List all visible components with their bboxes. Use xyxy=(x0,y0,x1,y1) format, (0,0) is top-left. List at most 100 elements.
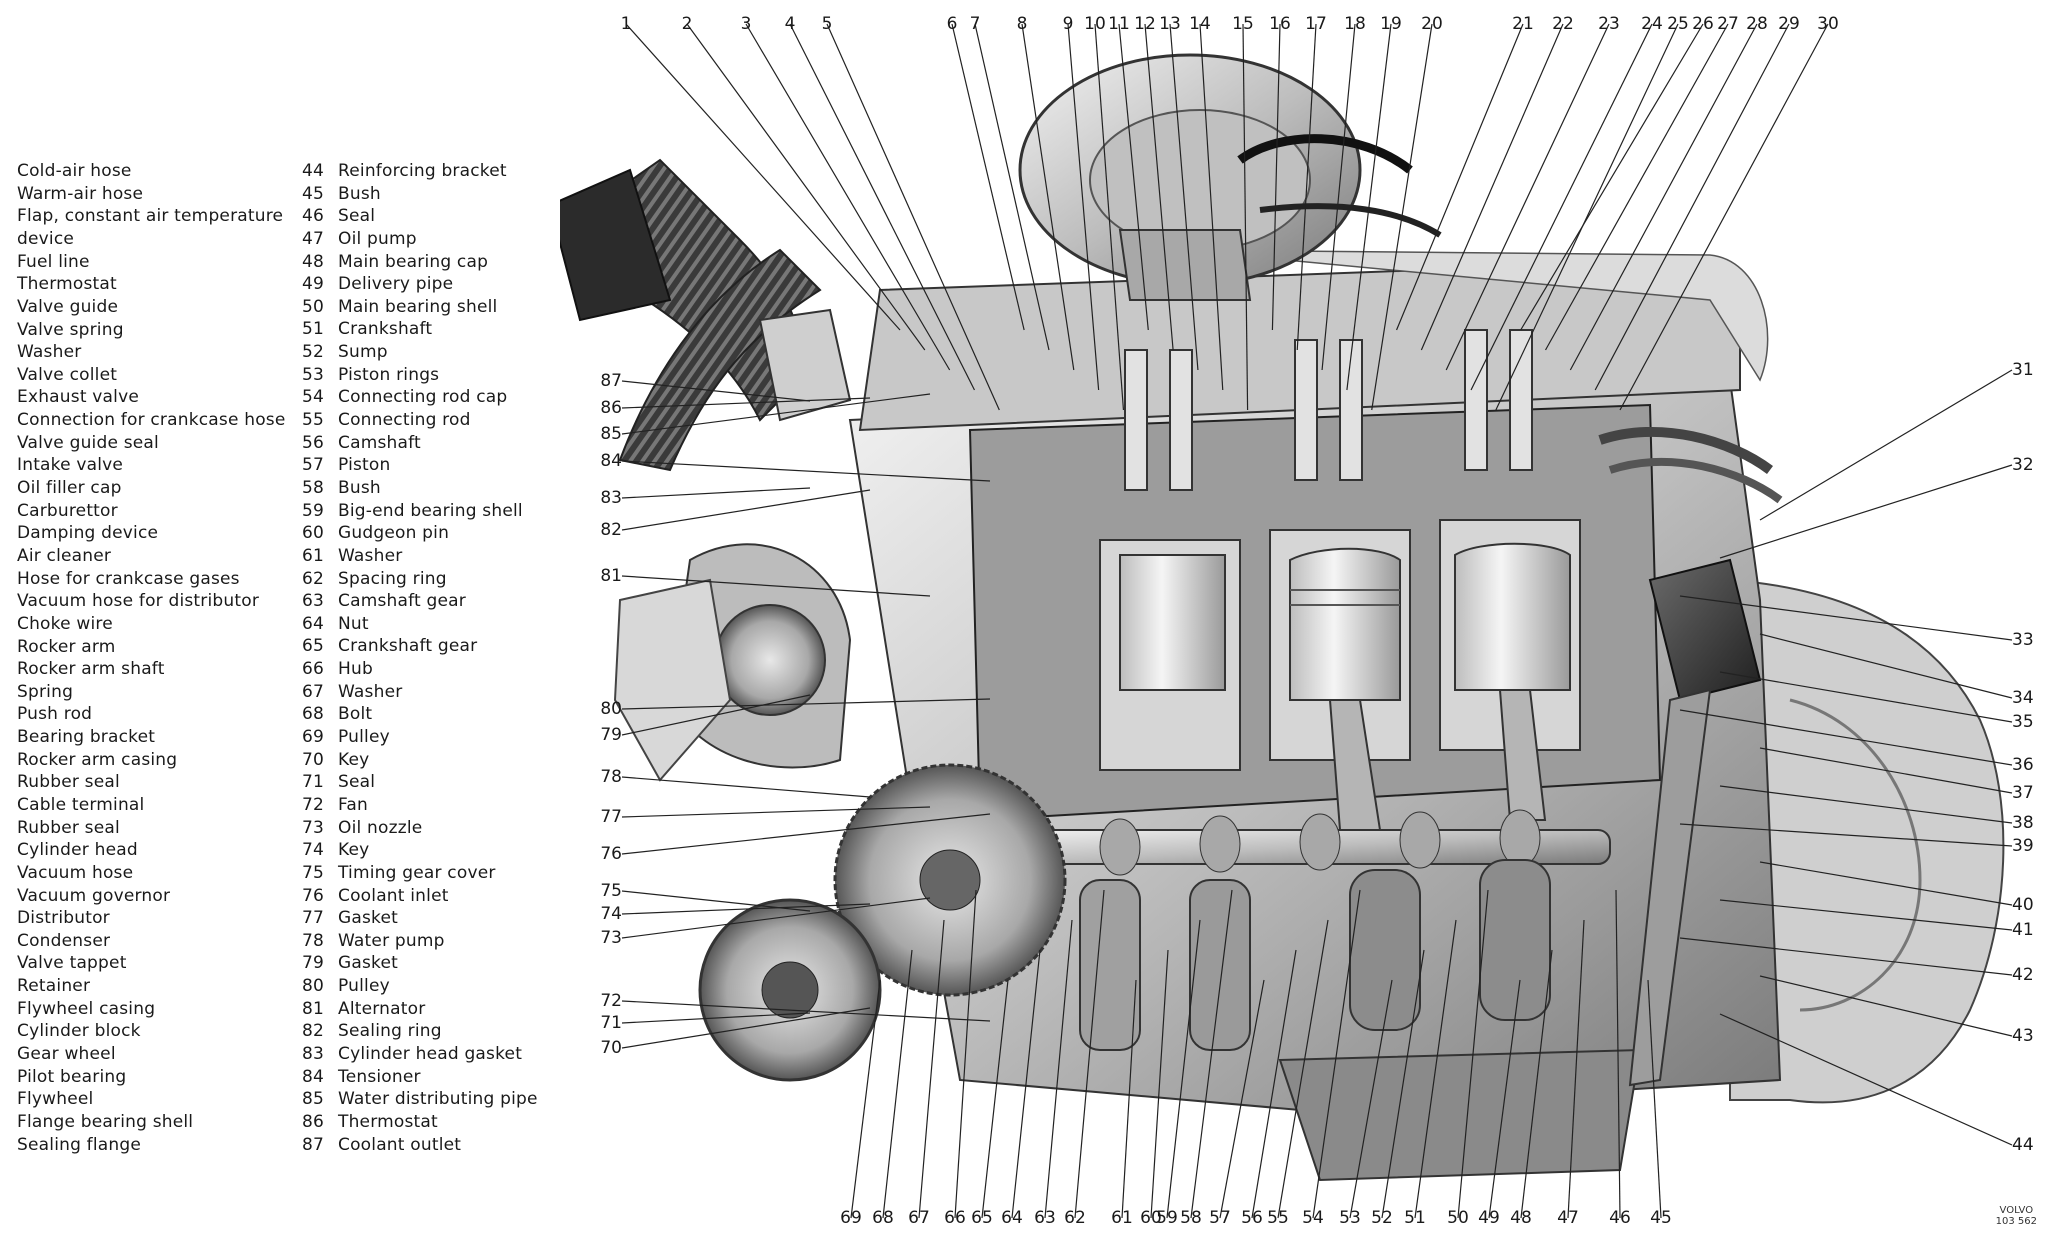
leader-line xyxy=(1647,979,1662,1219)
legend-label: Exhaust valve xyxy=(17,387,140,408)
leader-line xyxy=(1594,23,1790,391)
leader-line xyxy=(1719,671,2013,723)
legend-item: Sealing flange xyxy=(17,1134,302,1157)
legend-label: Oil pump xyxy=(338,228,417,249)
callout-number: 16 xyxy=(1269,14,1291,34)
legend-label: Valve guide seal xyxy=(17,432,159,453)
leader-line xyxy=(1520,949,1553,1219)
callout-number: 18 xyxy=(1344,14,1366,34)
callout-number: 38 xyxy=(2012,813,2034,833)
leader-line xyxy=(1445,23,1610,371)
callout-number: 85 xyxy=(600,424,622,444)
legend-item: Warm-air hose xyxy=(17,183,302,206)
legend-label: Delivery pipe xyxy=(338,274,454,295)
leader-line xyxy=(1679,709,2013,766)
legend-label: Main bearing cap xyxy=(338,251,489,272)
callout-number: 3 xyxy=(741,14,752,34)
legend-number: 73 xyxy=(302,817,325,838)
callout-number: 50 xyxy=(1447,1208,1469,1228)
legend-number: 44 xyxy=(302,161,325,181)
callout-number: 80 xyxy=(600,699,622,719)
legend-item: Cold-air hose xyxy=(17,160,302,183)
callout-number: 77 xyxy=(600,807,622,827)
callout-number: 13 xyxy=(1159,14,1181,34)
legend-label: Valve spring xyxy=(17,319,124,340)
legend-number: 54 xyxy=(302,387,325,408)
leader-line xyxy=(981,979,1009,1219)
legend-label: Connecting rod xyxy=(338,410,471,431)
callout-number: 82 xyxy=(600,520,622,540)
legend-label: Spacing ring xyxy=(338,568,447,589)
callout-number: 69 xyxy=(840,1208,862,1228)
legend-item: Rocker arm xyxy=(17,636,302,659)
legend-label: Pulley xyxy=(338,976,390,997)
callout-number: 49 xyxy=(1478,1208,1500,1228)
callout-number: 22 xyxy=(1552,14,1574,34)
leader-line xyxy=(1395,23,1524,331)
leader-line xyxy=(1544,23,1729,351)
legend-label: Seal xyxy=(338,206,376,227)
callout-number: 5 xyxy=(822,14,833,34)
legend-label: Connection for crankcase hose xyxy=(17,410,286,431)
leader-line xyxy=(1118,23,1149,331)
legend-item: Valve spring xyxy=(17,319,302,342)
leader-line xyxy=(1094,23,1125,411)
legend-number: 55 xyxy=(302,410,325,431)
legend-number: 77 xyxy=(302,908,325,929)
leader-line xyxy=(1067,23,1100,391)
leader-line xyxy=(1312,889,1361,1219)
legend-number: 47 xyxy=(302,228,325,249)
legend-label: Pilot bearing xyxy=(17,1066,127,1087)
callout-number: 9 xyxy=(1063,14,1074,34)
callout-number: 8 xyxy=(1017,14,1028,34)
callout-number: 68 xyxy=(872,1208,894,1228)
callout-number: 61 xyxy=(1111,1208,1133,1228)
callout-number: 33 xyxy=(2012,630,2034,650)
legend-number: 69 xyxy=(302,727,325,748)
legend-label: Rubber seal xyxy=(17,772,120,793)
legend-item: Cylinder block xyxy=(17,1020,302,1043)
callout-number: 86 xyxy=(600,398,622,418)
callout-number: 24 xyxy=(1641,14,1663,34)
callout-number: 78 xyxy=(600,767,622,787)
legend-label: Oil filler cap xyxy=(17,478,122,499)
legend-label: Thermostat xyxy=(338,1111,438,1132)
legend-number: 72 xyxy=(302,794,325,815)
legend-item: 55 Connecting rod xyxy=(302,409,552,432)
legend-label: Main bearing shell xyxy=(338,296,498,317)
callout-number: 76 xyxy=(600,844,622,864)
legend-label: Piston rings xyxy=(338,364,440,385)
legend-label: Crankshaft gear xyxy=(338,636,478,657)
legend-item: Valve guide xyxy=(17,296,302,319)
callout-number: 10 xyxy=(1084,14,1106,34)
leader-line xyxy=(1349,979,1393,1219)
legend-item: Rocker arm casing xyxy=(17,749,302,772)
callout-number: 17 xyxy=(1305,14,1327,34)
leader-line xyxy=(1346,23,1392,391)
leader-line xyxy=(621,393,931,435)
legend-label: Gasket xyxy=(338,953,399,974)
leader-line xyxy=(1470,23,1653,391)
callout-number: 6 xyxy=(947,14,958,34)
legend-number: 53 xyxy=(302,364,325,385)
callout-number: 79 xyxy=(600,725,622,745)
callout-number: 66 xyxy=(944,1208,966,1228)
callout-number: 34 xyxy=(2012,688,2034,708)
legend-number: 82 xyxy=(302,1021,325,1042)
leader-line xyxy=(826,23,1000,411)
callout-number: 48 xyxy=(1510,1208,1532,1228)
legend-item: Flywheel xyxy=(17,1088,302,1111)
legend-item: Vacuum hose xyxy=(17,862,302,885)
legend-item: Vacuum hose for distributor xyxy=(17,590,302,613)
legend-label: Cold-air hose xyxy=(17,161,132,181)
legend-item: 47 Oil pump xyxy=(302,228,552,251)
